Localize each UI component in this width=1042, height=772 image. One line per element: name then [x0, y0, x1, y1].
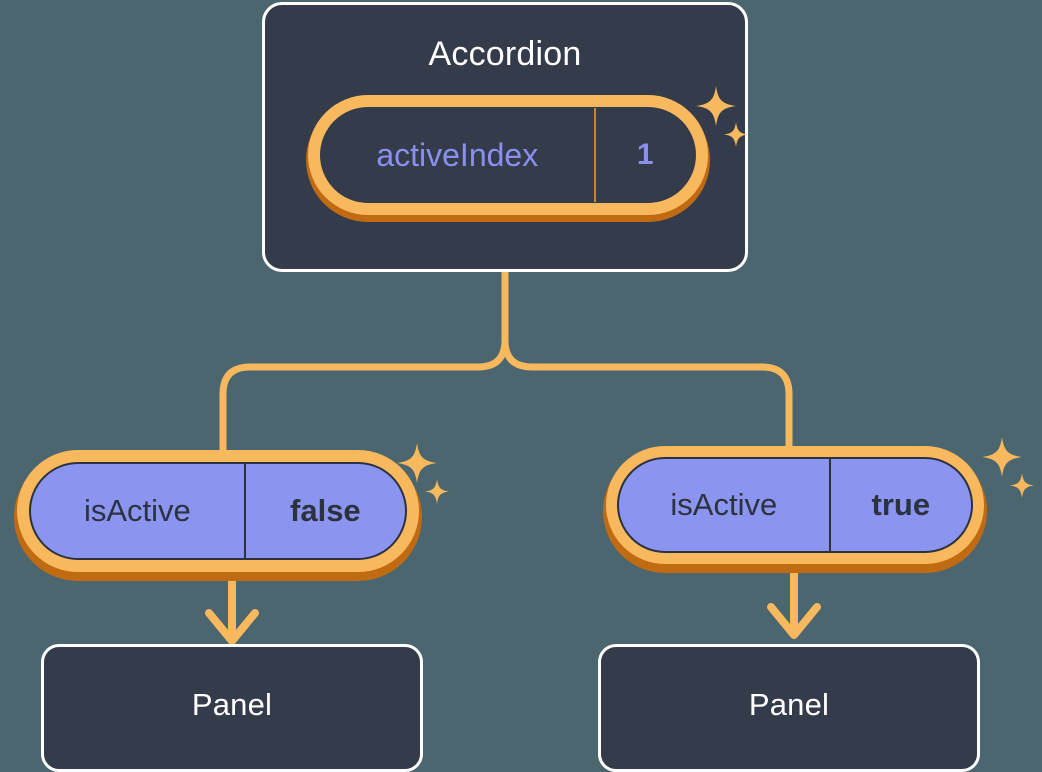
sparkle-icon — [696, 86, 748, 147]
state-pill-divider — [243, 464, 246, 558]
panel-node-label-right: Panel — [748, 687, 830, 722]
state-pill-divider — [828, 459, 831, 551]
panel-node-label-left: Panel — [191, 687, 273, 722]
state-pill-value-activeindex: 1 — [636, 138, 654, 171]
panel-node-left[interactable]: Panel — [41, 644, 423, 772]
arrow-down-icon-right — [767, 570, 821, 639]
connector-branch-left — [219, 336, 509, 462]
sparkle-icon — [982, 437, 1034, 498]
state-pill-value-isactive-false: false — [290, 493, 361, 528]
state-pill-key-activeindex: activeIndex — [376, 136, 539, 173]
state-pill-divider — [593, 108, 596, 202]
connector-branch-right — [501, 336, 793, 462]
state-pill-value-isactive-true: true — [871, 487, 931, 522]
accordion-node-label: Accordion — [428, 35, 582, 73]
state-pill-key-isactive-false: isActive — [83, 493, 191, 528]
arrow-down-icon-left — [205, 578, 259, 645]
state-pill-key-isactive-true: isActive — [670, 487, 778, 522]
state-pill-activeindex[interactable]: activeIndex 1 — [320, 107, 696, 203]
state-pill-isactive-false[interactable]: isActive false — [29, 462, 407, 560]
state-pill-isactive-true[interactable]: isActive true — [617, 457, 973, 553]
panel-node-right[interactable]: Panel — [598, 644, 980, 772]
sparkle-icon — [397, 443, 449, 504]
